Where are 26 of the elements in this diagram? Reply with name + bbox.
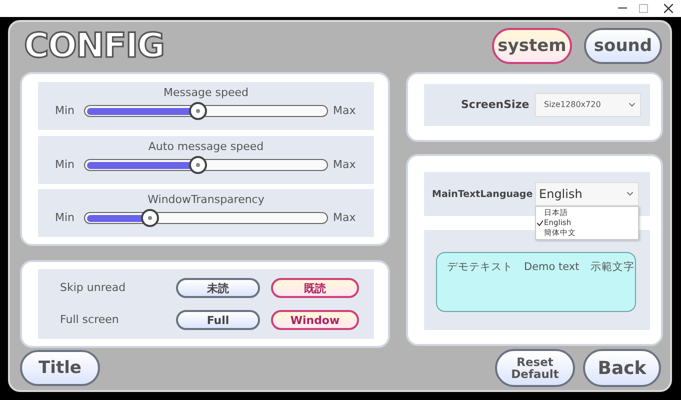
setting-label: Full screen — [60, 313, 119, 326]
nav-button: Reset Default — [495, 349, 575, 387]
preview-text: デモテキスト Demo text 示範文字 — [447, 260, 634, 274]
slider-label: Message speed — [164, 86, 248, 99]
max-label: Max — [333, 104, 356, 117]
option-button: 未読 — [176, 278, 260, 298]
min-label: Min — [55, 104, 75, 117]
setting-label: MainTextLanguage — [432, 189, 533, 200]
min-label: Min — [55, 211, 75, 224]
max-label: Max — [333, 158, 356, 171]
option-button: Full — [176, 310, 260, 330]
nav-button: Back — [583, 349, 661, 387]
page-title: CONFIG — [24, 26, 164, 66]
max-label: Max — [333, 211, 356, 224]
dropdown: English — [535, 182, 639, 206]
setting-label: Skip unread — [60, 281, 126, 294]
slider-label: Auto message speed — [148, 140, 264, 153]
option-button: 既読 — [271, 278, 359, 298]
nav-button: Title — [20, 350, 100, 386]
setting-label: ScreenSize — [461, 98, 530, 111]
tab-button: sound — [584, 28, 662, 64]
option-button: Window — [271, 310, 359, 330]
dropdown: Size1280x720 — [535, 93, 641, 117]
slider-label: WindowTransparency — [148, 193, 264, 206]
min-label: Min — [55, 158, 75, 171]
tab-button: system — [492, 28, 572, 64]
